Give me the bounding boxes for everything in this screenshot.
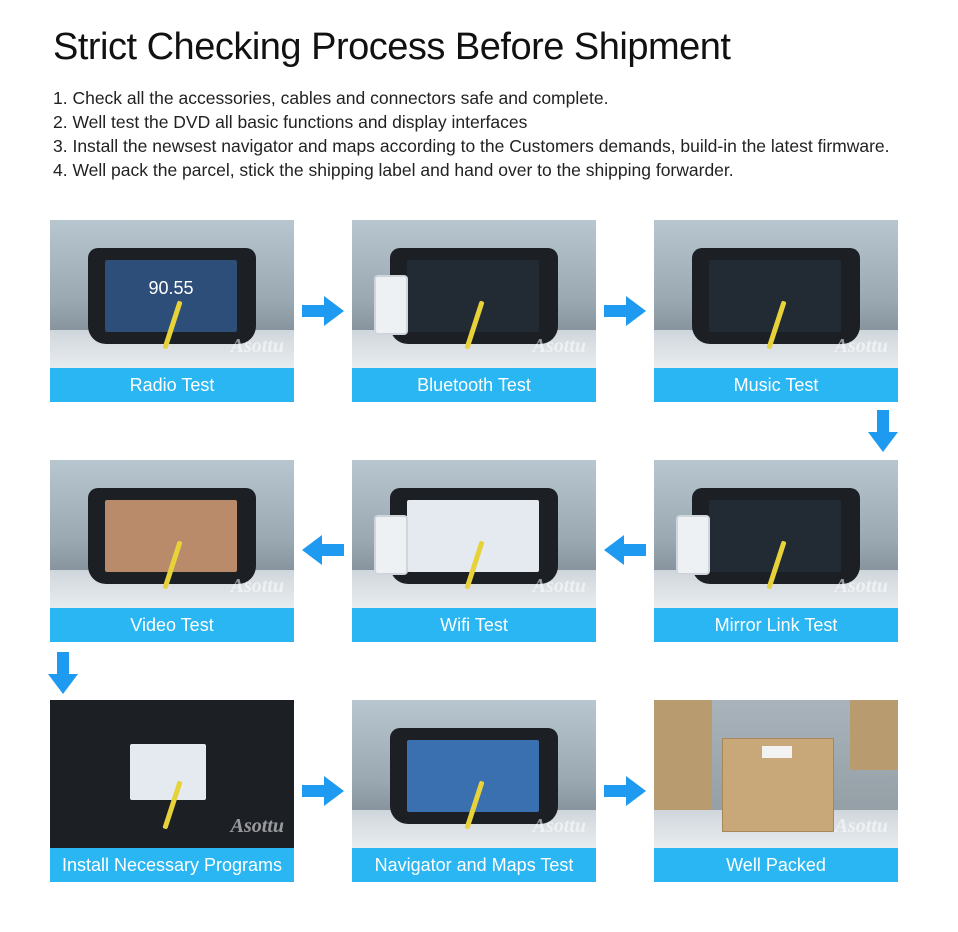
video-test-photo: Asottu — [50, 460, 294, 608]
navigator-test-photo: Asottu — [352, 700, 596, 848]
step-item: 1. Check all the accessories, cables and… — [53, 88, 609, 108]
radio-test-photo: 90.55 Asottu — [50, 220, 294, 368]
wifi-test-photo: Asottu — [352, 460, 596, 608]
watermark: Asottu — [834, 575, 888, 597]
test-card-install-programs: Asottu Install Necessary Programs — [50, 700, 294, 882]
watermark: Asottu — [834, 815, 888, 837]
page-title: Strict Checking Process Before Shipment — [53, 26, 731, 68]
test-card-music: Asottu Music Test — [654, 220, 898, 402]
watermark: Asottu — [532, 815, 586, 837]
test-card-radio: 90.55 Asottu Radio Test — [50, 220, 294, 402]
radio-frequency-readout: 90.55 — [148, 278, 194, 298]
test-caption: Navigator and Maps Test — [352, 848, 596, 882]
install-dialog — [130, 744, 206, 800]
step-item: 3. Install the newsest navigator and map… — [53, 136, 890, 156]
mirror-link-test-photo: Asottu — [654, 460, 898, 608]
step-item: 4. Well pack the parcel, stick the shipp… — [53, 160, 734, 180]
watermark: Asottu — [230, 335, 284, 357]
test-caption: Radio Test — [50, 368, 294, 402]
test-caption: Mirror Link Test — [654, 608, 898, 642]
watermark: Asottu — [230, 815, 284, 837]
steps-list: 1. Check all the accessories, cables and… — [53, 86, 890, 182]
phone — [676, 515, 710, 575]
shipping-label — [762, 746, 792, 758]
test-card-mirror-link: Asottu Mirror Link Test — [654, 460, 898, 642]
packed-box-photo: Asottu — [654, 700, 898, 848]
test-caption: Music Test — [654, 368, 898, 402]
test-caption: Well Packed — [654, 848, 898, 882]
test-caption: Bluetooth Test — [352, 368, 596, 402]
test-caption: Video Test — [50, 608, 294, 642]
phone — [374, 275, 408, 335]
bluetooth-test-photo: Asottu — [352, 220, 596, 368]
watermark: Asottu — [532, 575, 586, 597]
test-card-video: Asottu Video Test — [50, 460, 294, 642]
test-card-packed: Asottu Well Packed — [654, 700, 898, 882]
watermark: Asottu — [230, 575, 284, 597]
phone — [374, 515, 408, 575]
watermark: Asottu — [834, 335, 888, 357]
step-item: 2. Well test the DVD all basic functions… — [53, 112, 528, 132]
test-caption: Install Necessary Programs — [50, 848, 294, 882]
test-card-wifi: Asottu Wifi Test — [352, 460, 596, 642]
test-card-bluetooth: Asottu Bluetooth Test — [352, 220, 596, 402]
test-card-navigator: Asottu Navigator and Maps Test — [352, 700, 596, 882]
test-caption: Wifi Test — [352, 608, 596, 642]
install-programs-photo: Asottu — [50, 700, 294, 848]
music-test-photo: Asottu — [654, 220, 898, 368]
watermark: Asottu — [532, 335, 586, 357]
